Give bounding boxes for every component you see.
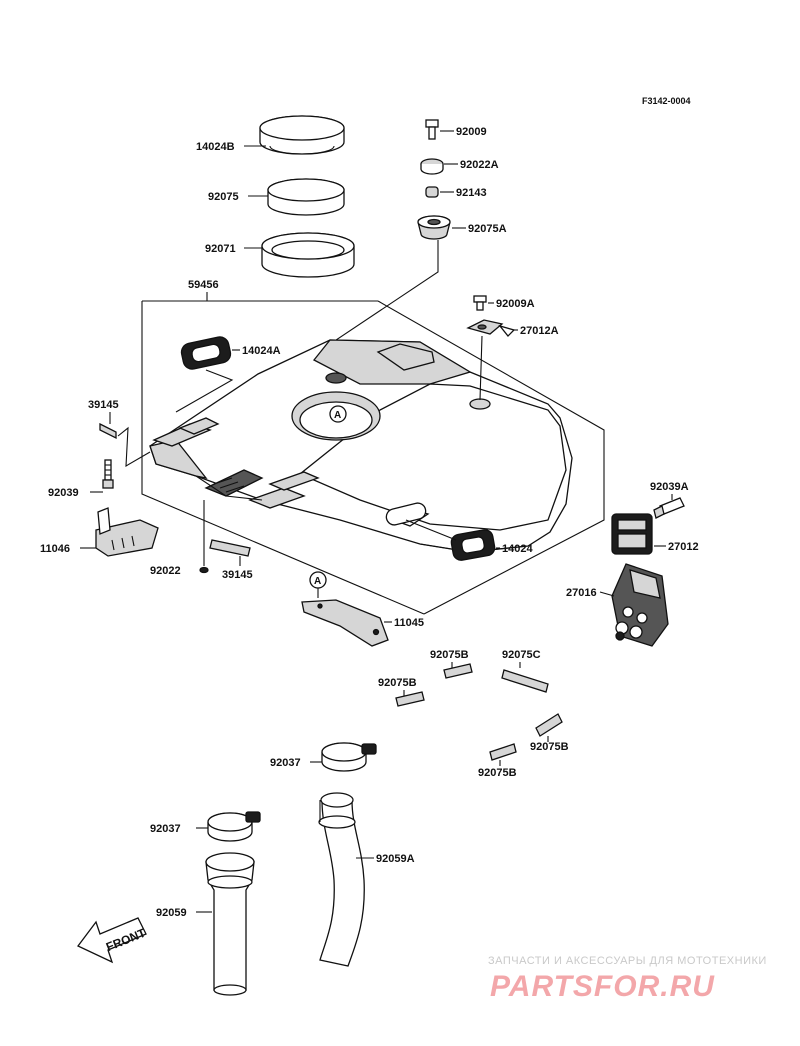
label-14024: 14024: [502, 543, 533, 555]
clip-27012a: [466, 319, 516, 337]
front-direction-arrow: FRONT: [77, 917, 148, 964]
lock-27016: [611, 563, 669, 647]
label-14024a: 14024A: [242, 345, 281, 357]
label-27012a: 27012A: [520, 325, 559, 337]
collar-92143: [425, 186, 439, 198]
clamp-92037-lower: [207, 811, 261, 842]
label-27016: 27016: [566, 587, 597, 599]
pad-92075c: [501, 669, 549, 693]
label-92143: 92143: [456, 187, 487, 199]
label-92022a: 92022A: [460, 159, 499, 171]
pin-39145-upper: [99, 422, 117, 440]
label-59456: 59456: [188, 279, 219, 291]
pad-92075b-d: [489, 743, 517, 761]
callout-a-plate-text: A: [314, 576, 321, 587]
grommet-92075a: [417, 215, 451, 240]
washer-92022a: [420, 158, 444, 175]
label-92075a: 92075A: [468, 223, 507, 235]
pad-92075b-c: [535, 713, 563, 737]
pin-39145-lower: [209, 539, 251, 557]
label-27012: 27012: [668, 541, 699, 553]
screw-92039: [102, 459, 114, 489]
bolt-92009a: [473, 295, 487, 311]
cover-59456: [149, 339, 573, 553]
grommet-14024: [450, 529, 496, 561]
washer-92022: [199, 566, 209, 574]
screw-92009: [425, 119, 439, 140]
ring-92071: [261, 232, 355, 278]
clamp-92037-upper: [321, 742, 377, 772]
label-92039: 92039: [48, 487, 79, 499]
label-39145-upper: 39145: [88, 399, 119, 411]
hose-92059a: [318, 792, 365, 967]
label-92037-lower: 92037: [150, 823, 181, 835]
figure-code: F3142-0004: [642, 96, 691, 106]
pad-92075b-a: [443, 663, 473, 679]
label-92059: 92059: [156, 907, 187, 919]
label-14024b: 14024B: [196, 141, 235, 153]
label-92075: 92075: [208, 191, 239, 203]
hose-92059: [205, 852, 255, 996]
label-92075c: 92075C: [502, 649, 541, 661]
pad-92075: [267, 178, 345, 216]
label-92075b-b: 92075B: [378, 677, 417, 689]
label-92037-upper: 92037: [270, 757, 301, 769]
watermark-tagline: ЗАПЧАСТИ И АКСЕССУАРЫ ДЛЯ МОТОТЕХНИКИ: [488, 955, 767, 967]
callout-a-cover-text: A: [334, 410, 341, 421]
watermark-brand: PARTSFOR.RU: [490, 970, 715, 1003]
label-92039a: 92039A: [650, 481, 689, 493]
plate-11045: [301, 599, 389, 647]
label-11046: 11046: [40, 543, 70, 555]
bracket-11046: [95, 507, 159, 557]
label-92075b-a: 92075B: [430, 649, 469, 661]
screw-92039a: [653, 497, 685, 519]
label-92059a: 92059A: [376, 853, 415, 865]
label-39145-lower: 39145: [222, 569, 253, 581]
cap-14024b: [259, 115, 345, 155]
label-92022: 92022: [150, 565, 181, 577]
label-92009: 92009: [456, 126, 487, 138]
label-92071: 92071: [205, 243, 236, 255]
label-92075b-c: 92075B: [530, 741, 569, 753]
pad-92075b-b: [395, 691, 425, 707]
grommet-14024a: [180, 336, 232, 370]
label-92009a: 92009A: [496, 298, 535, 310]
label-92075b-d: 92075B: [478, 767, 517, 779]
callout-a-cover: [329, 405, 347, 423]
clip-27012: [611, 513, 653, 555]
label-11045: 11045: [394, 617, 424, 629]
